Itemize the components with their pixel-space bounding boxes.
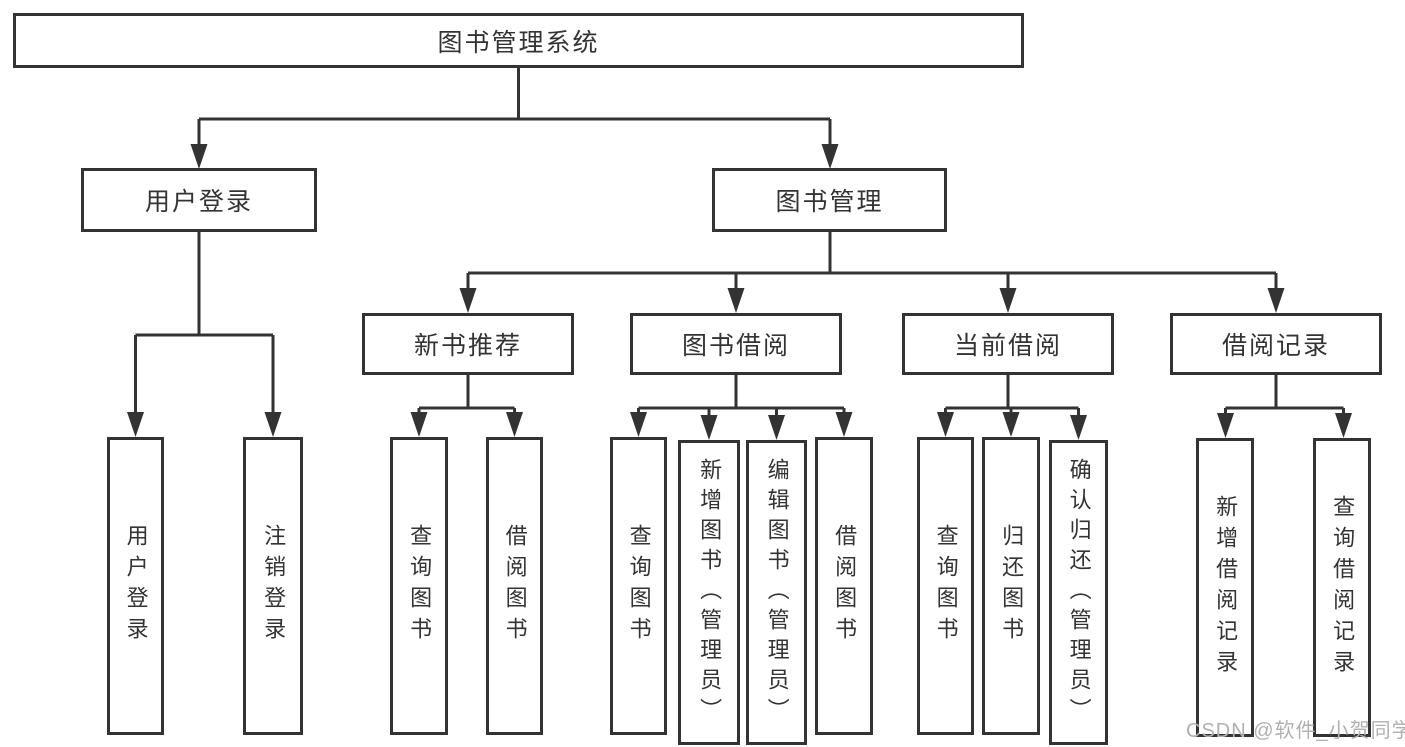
leaf-query-books-borrowing-label: 查询图书 (626, 524, 652, 648)
leaf-add-borrow-record: 新增借阅记录 (1196, 438, 1254, 737)
node-book-management-label: 图书管理 (775, 188, 884, 216)
leaf-confirm-return-admin: 确认归还（管理员） (1049, 440, 1108, 745)
node-new-book-recommendation-label: 新书推荐 (413, 332, 522, 360)
leaf-user-login-label: 用户登录 (123, 524, 149, 648)
leaf-query-books-current: 查询图书 (917, 437, 974, 735)
node-root-system: 图书管理系统 (13, 13, 1024, 68)
leaf-logout-label: 注销登录 (261, 524, 287, 648)
leaf-logout: 注销登录 (243, 437, 303, 735)
leaf-add-books-admin-label: 新增图书（管理员） (697, 457, 723, 728)
leaf-borrow-books-recommend: 借阅图书 (486, 437, 543, 735)
leaf-query-borrow-record-label: 查询借阅记录 (1330, 494, 1356, 681)
leaf-borrow-books-borrowing: 借阅图书 (815, 437, 873, 735)
leaf-user-login: 用户登录 (107, 437, 164, 735)
leaf-add-books-admin: 新增图书（管理员） (678, 440, 740, 745)
leaf-query-books-current-label: 查询图书 (933, 524, 959, 648)
node-book-borrowing-label: 图书借阅 (681, 332, 790, 360)
node-current-borrowing: 当前借阅 (902, 313, 1114, 375)
node-user-login-label: 用户登录 (144, 188, 253, 216)
leaf-query-books-recommend: 查询图书 (390, 437, 448, 735)
leaf-confirm-return-admin-label: 确认归还（管理员） (1066, 457, 1092, 728)
node-borrowing-records: 借阅记录 (1170, 313, 1382, 375)
leaf-edit-books-admin-label: 编辑图书（管理员） (764, 457, 790, 728)
node-new-book-recommendation: 新书推荐 (362, 313, 574, 375)
csdn-watermark: CSDN @软件_小贺同学 (1186, 720, 1405, 742)
node-root-label: 图书管理系统 (437, 28, 600, 57)
node-book-management-module: 图书管理 (712, 168, 947, 232)
leaf-borrow-books-recommend-label: 借阅图书 (502, 524, 528, 648)
node-current-borrowing-label: 当前借阅 (953, 332, 1062, 360)
leaf-return-books-label: 归还图书 (999, 524, 1025, 648)
leaf-return-books: 归还图书 (982, 437, 1040, 735)
leaf-borrow-books-borrowing-label: 借阅图书 (832, 524, 858, 648)
node-book-borrowing: 图书借阅 (630, 313, 842, 375)
leaf-query-books-recommend-label: 查询图书 (407, 524, 433, 648)
leaf-edit-books-admin: 编辑图书（管理员） (746, 440, 807, 745)
leaf-query-books-borrowing: 查询图书 (610, 437, 667, 735)
leaf-add-borrow-record-label: 新增借阅记录 (1213, 494, 1239, 681)
leaf-query-borrow-record: 查询借阅记录 (1313, 438, 1371, 737)
node-borrowing-records-label: 借阅记录 (1221, 332, 1330, 360)
node-user-login-module: 用户登录 (81, 168, 317, 232)
